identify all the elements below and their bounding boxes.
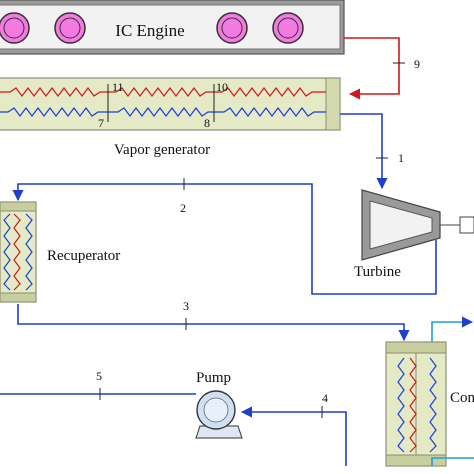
vapor-generator-label: Vapor generator <box>114 142 210 158</box>
pump-label: Pump <box>196 370 231 386</box>
state-label-11: 11 <box>112 80 124 94</box>
state-label-10: 10 <box>216 80 228 94</box>
state-2-line <box>12 178 437 295</box>
condenser <box>385 341 447 467</box>
state-label-8: 8 <box>204 116 210 130</box>
recuperator <box>0 201 37 303</box>
state-label-9: 9 <box>414 57 420 71</box>
state-label-2: 2 <box>180 201 186 215</box>
state-label-4: 4 <box>322 391 328 405</box>
state-label-7: 7 <box>98 116 104 130</box>
exhaust-line <box>344 37 405 100</box>
ic-engine: IC Engine <box>0 0 345 55</box>
state-label-5: 5 <box>96 369 102 383</box>
turbine-label: Turbine <box>354 264 401 280</box>
engine-label: IC Engine <box>115 21 184 40</box>
state-1-line <box>340 113 388 190</box>
pump <box>195 390 243 439</box>
turbine <box>361 189 474 261</box>
condenser-label: Con <box>450 390 474 406</box>
engine-cylinder-icon <box>0 12 30 44</box>
state-3-line <box>17 304 410 342</box>
engine-cylinder-icon <box>272 12 304 44</box>
recuperator-label: Recuperator <box>47 248 120 264</box>
cooling-water-outlet <box>431 316 474 342</box>
state-label-1: 1 <box>398 151 404 165</box>
vapor-generator <box>0 77 341 131</box>
engine-cylinder-icon <box>54 12 86 44</box>
state-4-line <box>240 406 347 466</box>
cooling-water-inlet <box>431 457 474 466</box>
state-label-3: 3 <box>183 299 189 313</box>
state-5-line <box>0 388 196 400</box>
engine-cylinder-icon <box>216 12 248 44</box>
